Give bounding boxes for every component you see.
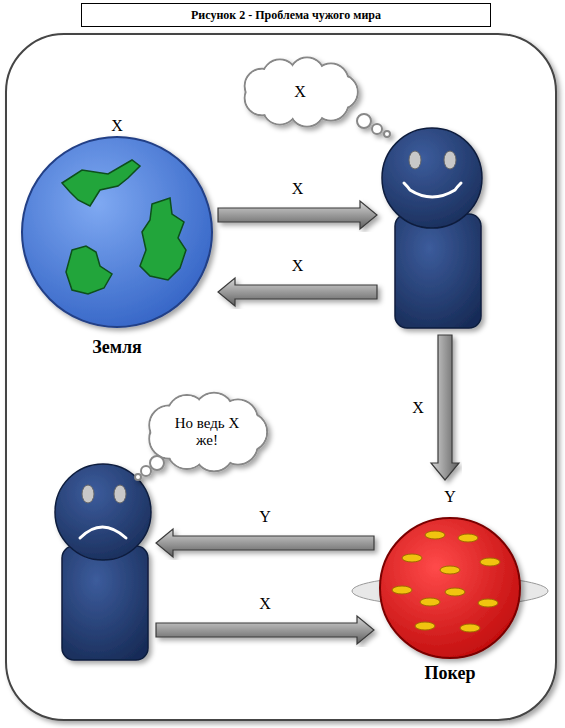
figure-title: Рисунок 2 - Проблема чужого мира xyxy=(191,8,381,23)
block-arrow xyxy=(431,335,459,480)
arrow-label: X xyxy=(410,399,426,417)
block-arrow xyxy=(218,278,377,306)
block-arrow xyxy=(156,529,374,557)
sad-person xyxy=(55,464,151,660)
planet-name: Земля xyxy=(92,337,142,358)
happy-person xyxy=(382,128,482,328)
planet-name: Покер xyxy=(425,663,476,684)
thought-text: Но ведь X же! xyxy=(168,415,246,450)
arrow-label: X xyxy=(257,595,273,613)
planet-value: X xyxy=(111,117,123,135)
earth-planet xyxy=(22,137,212,327)
arrow-label: Y xyxy=(257,508,273,526)
person-figure: X xyxy=(383,127,483,329)
block-arrow xyxy=(156,616,374,644)
person-figure: Но ведь X же! xyxy=(60,463,150,661)
planet-node: XЗемля xyxy=(22,137,212,327)
thought-text: X xyxy=(255,83,345,101)
block-arrow xyxy=(218,201,377,229)
arrow-label: X xyxy=(290,257,306,275)
frame xyxy=(6,34,556,720)
poker-planet xyxy=(352,518,548,658)
thought-cloud xyxy=(135,393,267,480)
thought-cloud xyxy=(245,57,390,137)
arrow-label: X xyxy=(290,180,306,198)
title-box: Рисунок 2 - Проблема чужого мира xyxy=(81,3,491,27)
planet-node: YПокер xyxy=(380,486,520,660)
planet-value: Y xyxy=(444,488,456,506)
